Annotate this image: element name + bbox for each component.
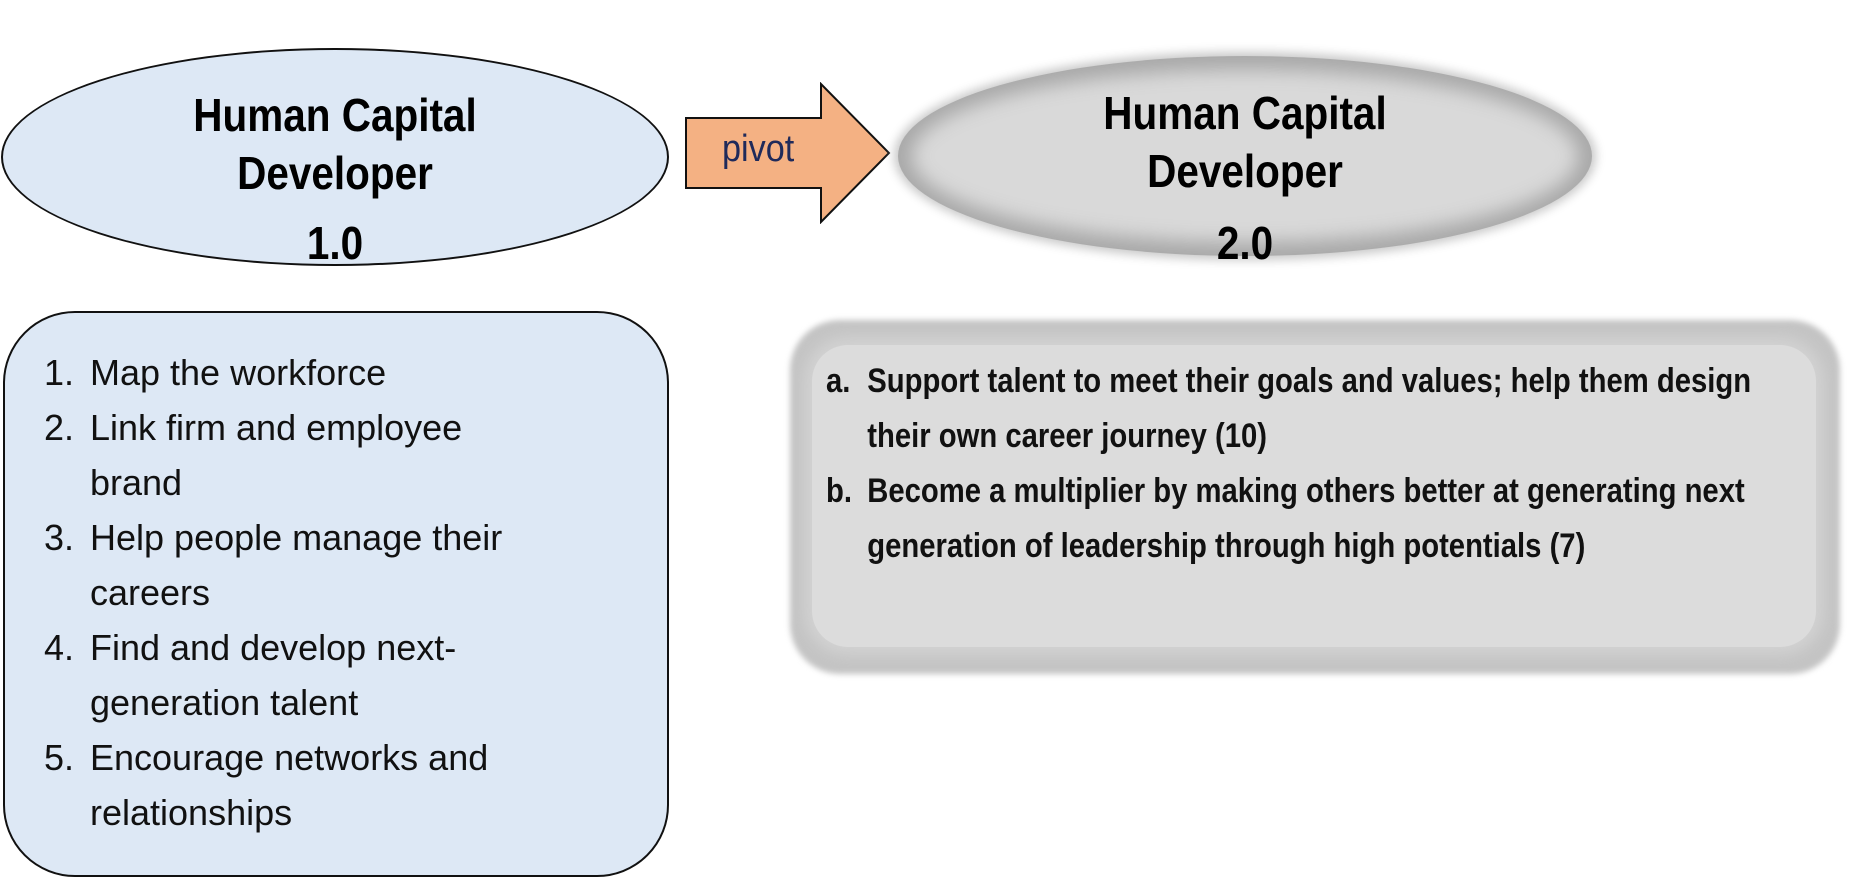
item-text: Become a multiplier by making others bet… <box>867 472 1745 565</box>
item-number: 1. <box>44 352 75 393</box>
role-1-title: Human Capital Developer <box>71 86 599 202</box>
pivot-label: pivot <box>722 128 795 170</box>
item-number: b. <box>826 472 852 510</box>
role-2-list: a. Support talent to meet their goals and… <box>826 354 1770 574</box>
role-1-title-line1: Human Capital <box>193 89 477 141</box>
list-item: a. Support talent to meet their goals and… <box>826 354 1770 464</box>
list-item: 2. Link firm and employee brand <box>44 400 510 510</box>
list-item: 1. Map the workforce <box>44 345 510 400</box>
list-item: 3. Help people manage their careers <box>44 510 510 620</box>
role-2-ellipse <box>898 56 1592 256</box>
list-item: 5. Encourage networks and relationships <box>44 730 510 840</box>
item-text: Map the workforce <box>90 352 387 393</box>
list-item: b. Become a multiplier by making others b… <box>826 464 1770 574</box>
item-number: 5. <box>44 737 75 778</box>
item-text: Help people manage their careers <box>90 517 503 613</box>
item-text: Link firm and employee brand <box>90 407 463 503</box>
item-number: a. <box>826 362 851 400</box>
role-2-version: 2.0 <box>1216 217 1274 269</box>
role-2-title: Human Capital Developer <box>981 84 1509 200</box>
role-2-title-line1: Human Capital <box>1103 87 1387 139</box>
pivot-arrow-icon <box>685 82 891 224</box>
item-number: 2. <box>44 407 75 448</box>
role-2-list-box <box>812 345 1816 647</box>
role-1-title-line2: Developer <box>237 147 433 199</box>
role-1-version: 1.0 <box>306 217 364 269</box>
role-2-title-line2: Developer <box>1147 145 1343 197</box>
item-text: Encourage networks and relationships <box>90 737 489 833</box>
item-number: 4. <box>44 627 75 668</box>
item-text: Find and develop next-generation talent <box>90 627 457 723</box>
list-item: 4. Find and develop next-generation talen… <box>44 620 510 730</box>
item-text: Support talent to meet their goals and v… <box>867 362 1752 455</box>
role-1-list: 1. Map the workforce 2. Link firm and empl… <box>44 345 510 840</box>
role-1-ellipse <box>1 48 669 266</box>
item-number: 3. <box>44 517 75 558</box>
